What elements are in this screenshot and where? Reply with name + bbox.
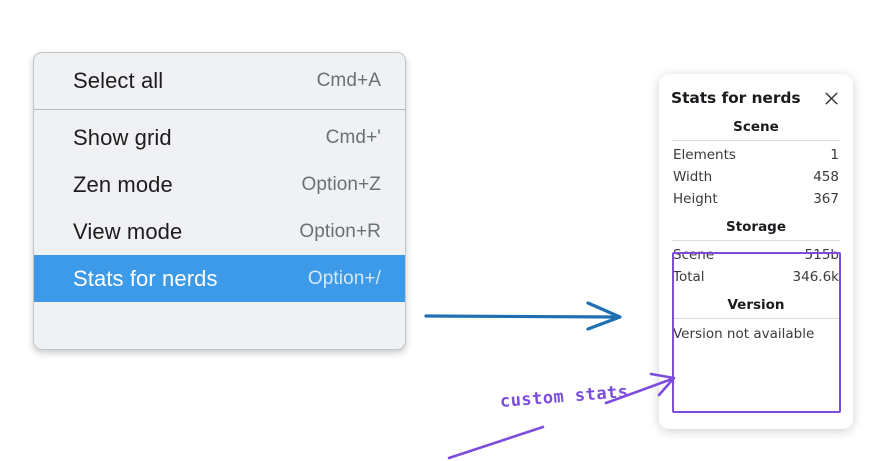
menu-item-label: Show grid xyxy=(73,124,172,150)
stat-value: 346.6k xyxy=(792,269,839,285)
stat-row: Height 367 xyxy=(671,188,841,210)
stat-value: 458 xyxy=(813,169,839,185)
divider xyxy=(672,140,840,141)
panel-header: Stats for nerds xyxy=(671,74,841,110)
section-heading-scene: Scene xyxy=(733,119,779,135)
menu-group-2: Show grid Cmd+' Zen mode Option+Z View m… xyxy=(34,110,405,307)
menu-item-shortcut: Cmd+A xyxy=(316,69,381,91)
menu-item-view-mode[interactable]: View mode Option+R xyxy=(34,208,405,255)
purple-underline-stroke xyxy=(447,425,545,460)
menu-item-label: Stats for nerds xyxy=(73,265,218,291)
menu-item-show-grid[interactable]: Show grid Cmd+' xyxy=(34,114,405,161)
stat-key: Elements xyxy=(673,147,736,163)
menu-separator xyxy=(34,109,405,110)
menu-item-label: Select all xyxy=(73,67,164,93)
stat-value: 367 xyxy=(813,191,839,207)
menu-group-1: Select all Cmd+A xyxy=(34,53,405,109)
stat-value: 515b xyxy=(804,247,839,263)
divider xyxy=(672,240,840,241)
section-heading-version: Version xyxy=(727,297,785,313)
blue-arrow xyxy=(424,301,622,331)
menu-item-stats-for-nerds[interactable]: Stats for nerds Option+/ xyxy=(34,255,405,302)
menu-item-label: View mode xyxy=(73,218,183,244)
stat-row: Scene 515b xyxy=(671,244,841,266)
divider xyxy=(672,318,840,319)
stat-key: Total xyxy=(673,269,705,285)
menu-item-label: Zen mode xyxy=(73,171,173,197)
menu-item-zen-mode[interactable]: Zen mode Option+Z xyxy=(34,161,405,208)
menu-item-select-all[interactable]: Select all Cmd+A xyxy=(34,57,405,104)
stat-key: Height xyxy=(673,191,718,207)
menu-item-shortcut: Option+Z xyxy=(301,173,381,195)
version-status-text: Version not available xyxy=(673,326,815,342)
stat-key: Width xyxy=(673,169,713,185)
menu-item-shortcut: Option+/ xyxy=(307,267,381,289)
section-heading-storage: Storage xyxy=(725,219,787,235)
stat-row: Width 458 xyxy=(671,166,841,188)
close-icon[interactable] xyxy=(821,88,841,108)
context-menu: Select all Cmd+A Show grid Cmd+' Zen mod… xyxy=(33,52,406,350)
stat-key: Scene xyxy=(673,247,715,263)
panel-title: Stats for nerds xyxy=(671,89,801,107)
stats-for-nerds-panel: Stats for nerds Scene Elements 1 Width 4… xyxy=(659,74,853,429)
stat-value: 1 xyxy=(830,147,839,163)
menu-item-shortcut: Cmd+' xyxy=(325,126,381,148)
stat-row: Elements 1 xyxy=(671,144,841,166)
custom-stats-annotation-label: custom stats xyxy=(499,381,630,412)
menu-item-shortcut: Option+R xyxy=(299,220,381,242)
stat-row: Total 346.6k xyxy=(671,266,841,288)
